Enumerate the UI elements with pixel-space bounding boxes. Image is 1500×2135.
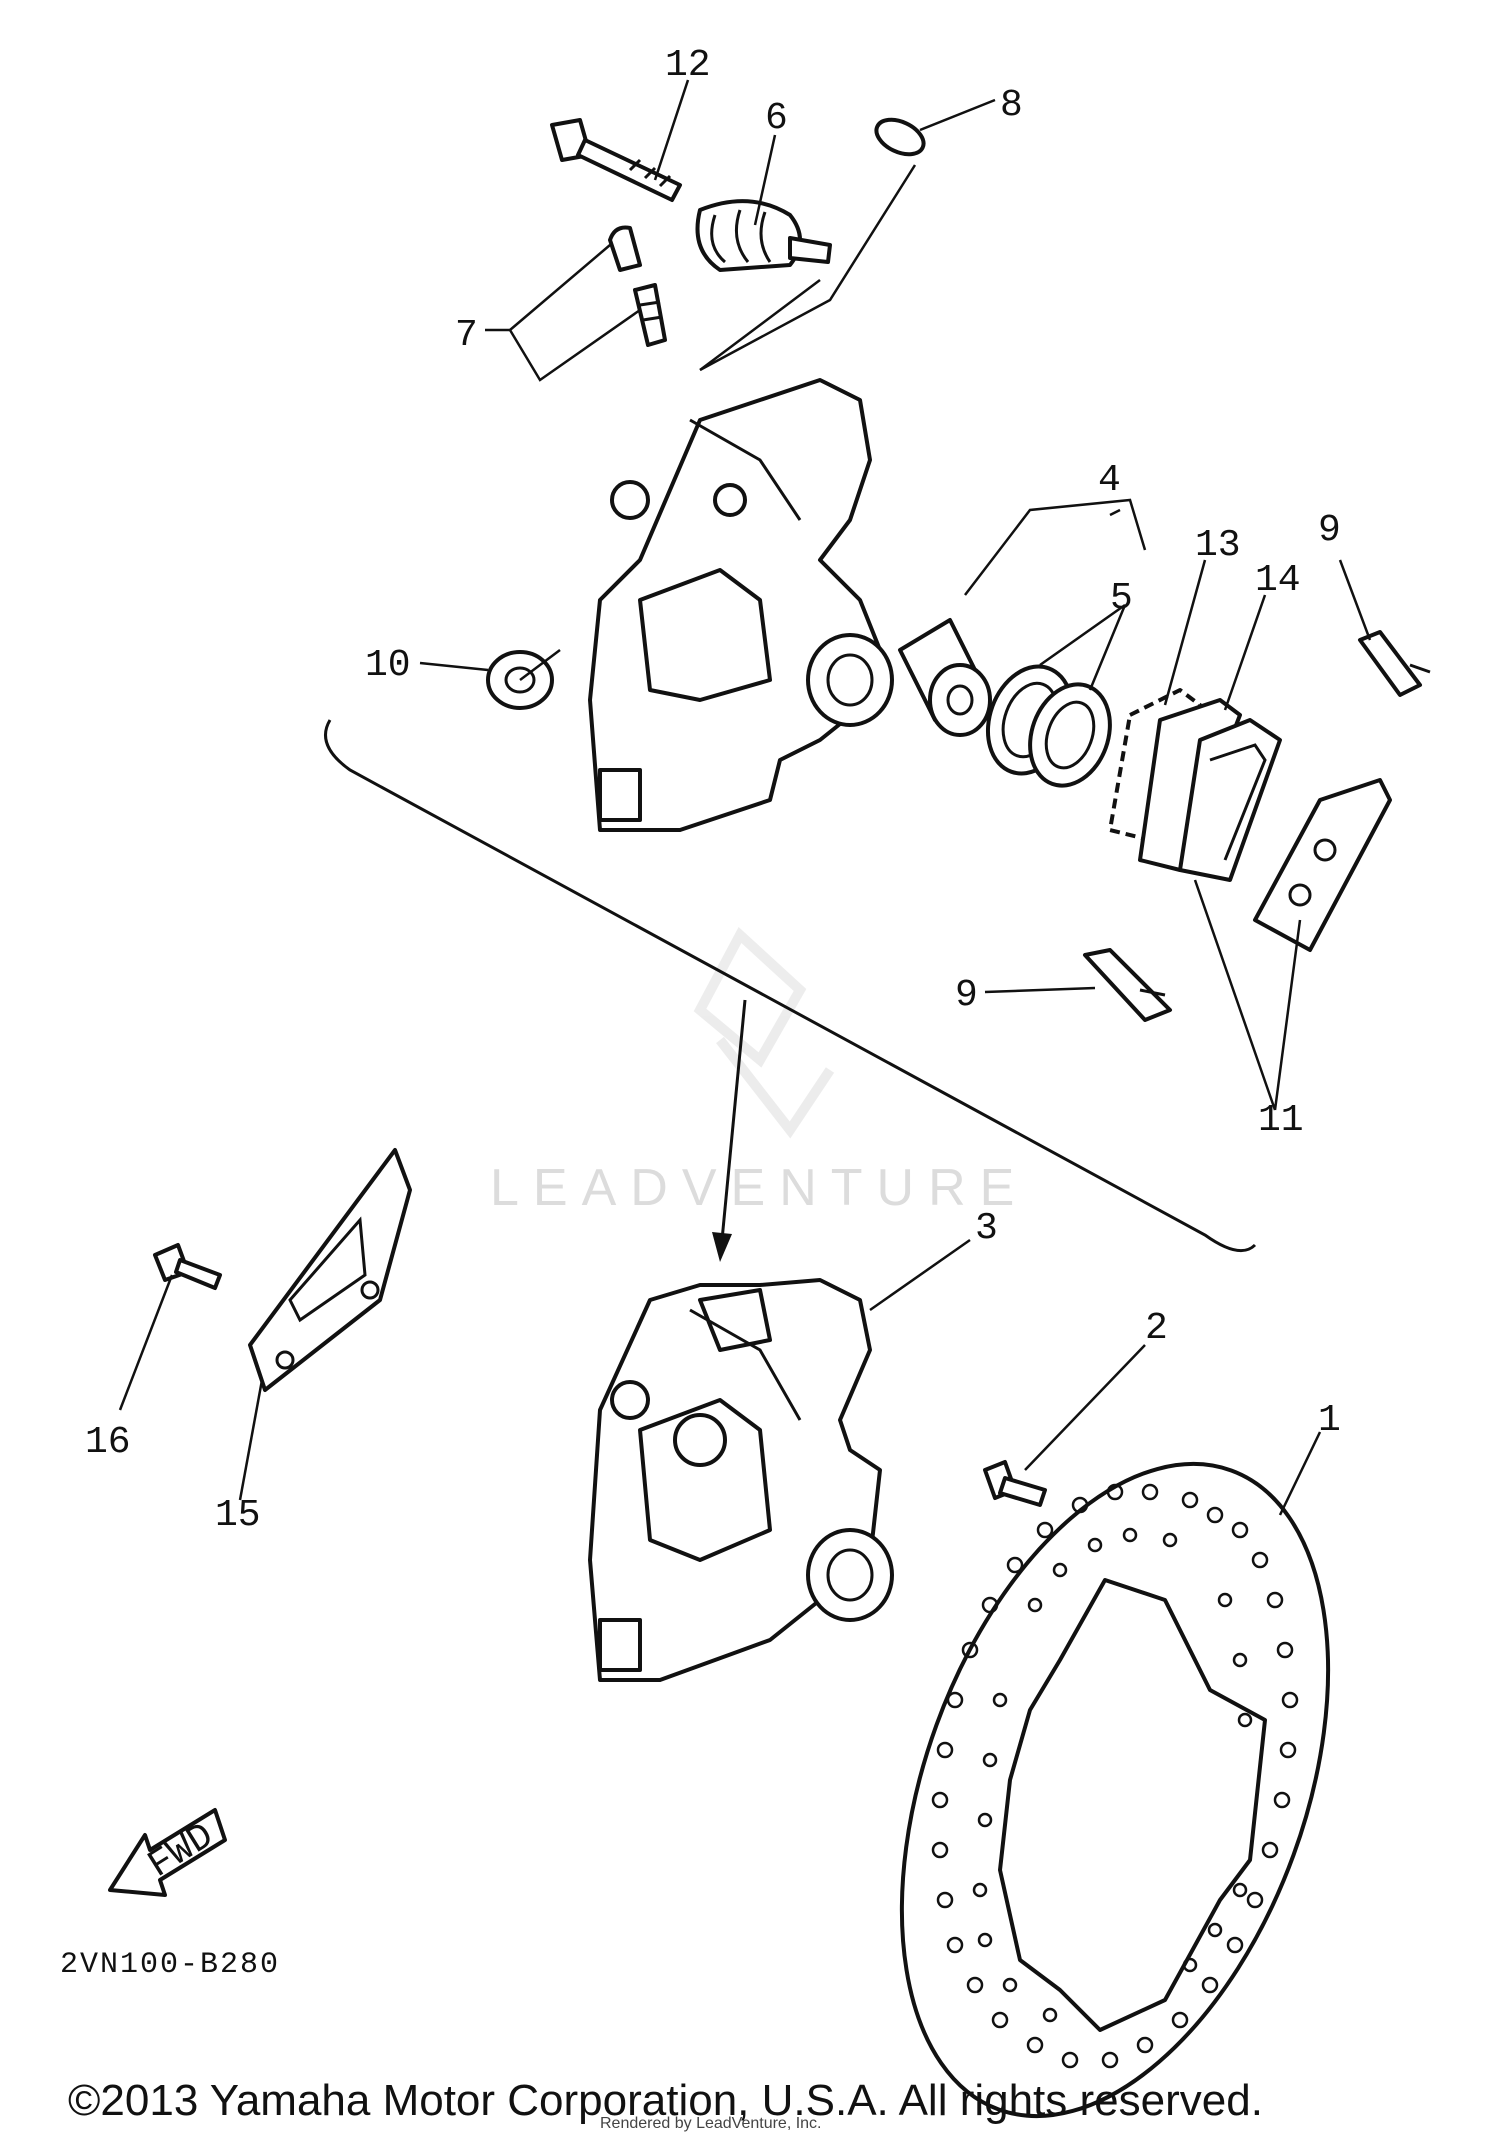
callout-5: 5 — [1110, 577, 1133, 620]
part-11-pad-rear — [1253, 778, 1392, 952]
callout-1: 1 — [1318, 1399, 1341, 1442]
callout-3: 3 — [975, 1207, 998, 1250]
callout-6: 6 — [765, 97, 788, 140]
part-2-bolt — [983, 1460, 1047, 1507]
part-16-bolt — [153, 1243, 222, 1290]
part-6-boot — [695, 199, 832, 272]
callout-15: 15 — [215, 1494, 261, 1537]
part-8-cap — [874, 117, 926, 157]
part-7-bleeder — [608, 225, 667, 347]
part-5-seals — [985, 664, 1112, 788]
watermark-logo — [693, 926, 835, 1139]
callout-2: 2 — [1145, 1307, 1168, 1350]
assembly-divider-line — [324, 719, 1257, 1253]
callout-9-lower: 9 — [955, 974, 978, 1017]
part-3-caliper-assembly — [588, 1278, 894, 1682]
callout-10: 10 — [365, 644, 411, 687]
part-15-plate — [248, 1148, 412, 1392]
rendered-by-note: Rendered by LeadVenture, Inc. — [600, 2115, 822, 2132]
watermark-text: LEADVENTURE — [490, 1159, 1028, 1217]
part-11-pad-front — [1178, 718, 1282, 882]
callout-4: 4 — [1098, 459, 1121, 502]
callout-7: 7 — [455, 314, 478, 357]
callout-16: 16 — [85, 1421, 131, 1464]
callout-13: 13 — [1195, 524, 1241, 567]
copyright-notice: ©2013 Yamaha Motor Corporation, U.S.A. A… — [68, 2076, 1263, 2125]
part-1-brake-disc — [899, 1461, 1331, 2119]
assembly-arrow-line — [720, 999, 747, 1241]
part-9-spring-upper — [1358, 630, 1431, 697]
caliper-exploded — [588, 378, 894, 832]
disc-holes — [931, 1483, 1299, 2069]
assembly-arrow-head — [712, 1232, 732, 1262]
callout-9-upper: 9 — [1318, 509, 1341, 552]
part-4-piston — [898, 618, 992, 737]
part-12-bolt — [550, 118, 682, 202]
callout-8: 8 — [1000, 84, 1023, 127]
callout-14: 14 — [1255, 559, 1301, 602]
callout-12: 12 — [665, 44, 711, 87]
callout-11: 11 — [1258, 1099, 1304, 1142]
callout-leaders — [118, 79, 1372, 1516]
part-9-spring-lower — [1083, 948, 1172, 1022]
diagram-code: 2VN100-B280 — [60, 1948, 280, 1982]
forward-arrow-icon — [108, 1808, 227, 1897]
